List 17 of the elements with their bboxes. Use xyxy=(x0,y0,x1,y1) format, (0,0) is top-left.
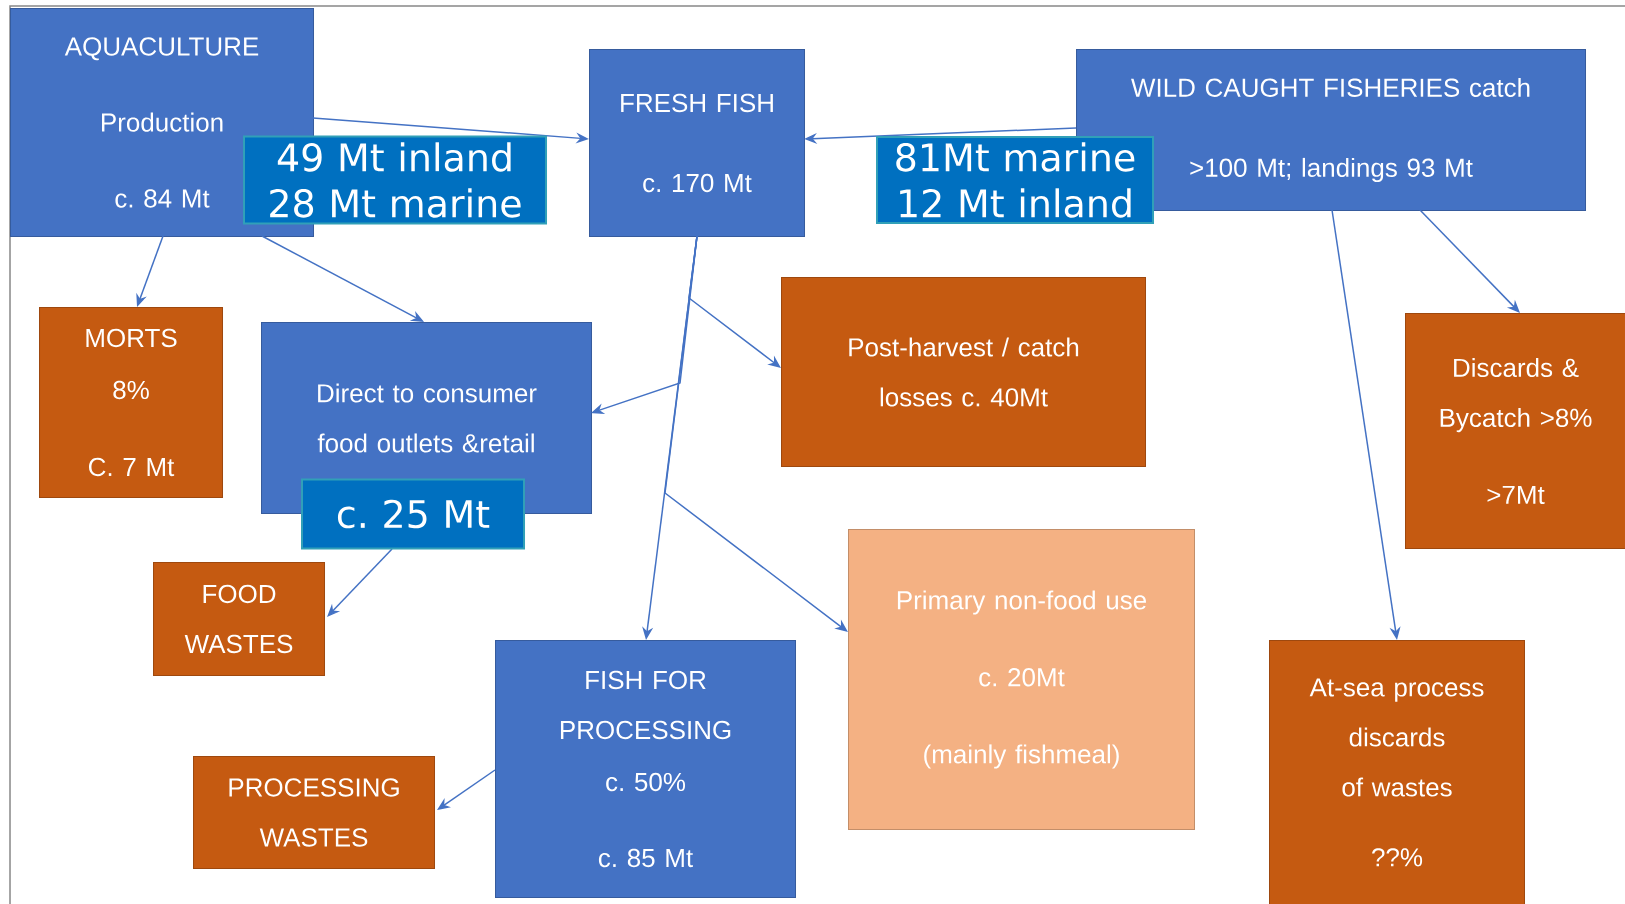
process-box: PROCESSING WASTES xyxy=(193,756,435,869)
process-box: Primary non-food use c. 20Mt (mainly fishmeal) xyxy=(848,529,1195,830)
edge-label: c. 25 Mt xyxy=(301,478,525,550)
process-box: MORTS 8% C. 7 Mt xyxy=(39,307,223,498)
process-box: Discards & Bycatch >8% >7Mt xyxy=(1405,313,1625,549)
process-box: FOOD WASTES xyxy=(153,562,325,676)
edge-label: 49 Mt inland 28 Mt marine xyxy=(243,135,547,225)
arrow xyxy=(261,235,424,322)
arrow xyxy=(1419,209,1520,313)
process-box: FISH FOR PROCESSING c. 50% c. 85 Mt xyxy=(495,640,796,898)
arrow xyxy=(664,235,848,632)
edge-label: 81Mt marine 12 Mt inland xyxy=(876,136,1154,224)
process-box: Post-harvest / catch losses c. 40Mt xyxy=(781,277,1146,467)
process-box: At-sea process discards of wastes ??% xyxy=(1269,640,1525,904)
arrow xyxy=(327,548,393,617)
arrow xyxy=(437,769,496,810)
process-box: FRESH FISH c. 170 Mt xyxy=(589,49,805,237)
